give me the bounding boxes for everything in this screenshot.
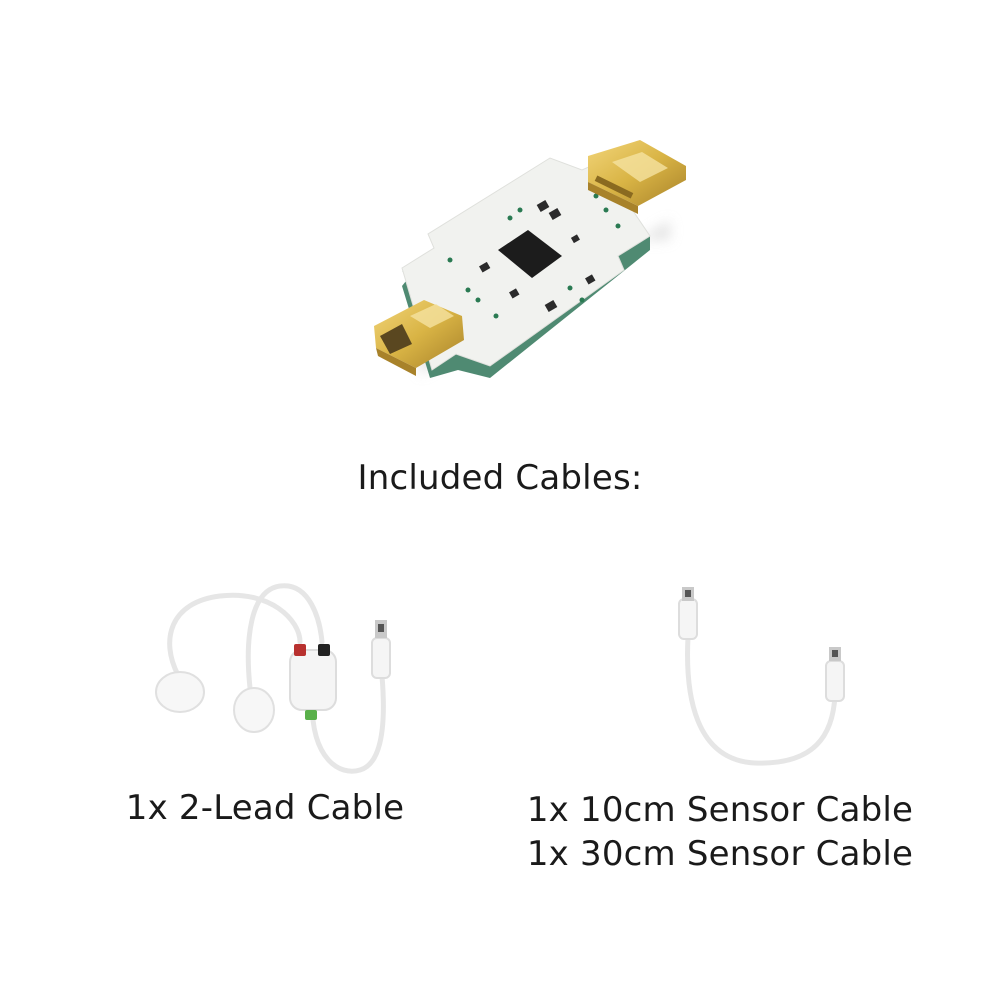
sensor-plug-right bbox=[825, 660, 845, 702]
component bbox=[544, 300, 558, 312]
cable-plug bbox=[371, 637, 391, 679]
component bbox=[548, 208, 562, 220]
sensor-board-image bbox=[374, 140, 686, 378]
clip-green bbox=[305, 710, 317, 720]
included-cables-heading: Included Cables: bbox=[357, 458, 643, 498]
sensor-cable-30cm-label: 1x 30cm Sensor Cable bbox=[526, 834, 914, 874]
component bbox=[585, 274, 596, 285]
electrode-pad-right bbox=[233, 687, 275, 733]
usb-connector-bottom bbox=[374, 300, 464, 376]
sensor-cables-caption: 1x 10cm Sensor Cable 1x 30cm Sensor Cabl… bbox=[470, 788, 970, 876]
chip bbox=[498, 230, 562, 278]
usb-connector-top bbox=[588, 140, 686, 214]
component bbox=[570, 234, 580, 244]
two-lead-cable-caption: 1x 2-Lead Cable bbox=[125, 788, 405, 828]
splitter-body bbox=[289, 649, 337, 711]
electrode-pad-left bbox=[155, 671, 205, 713]
sensor-plug-left bbox=[678, 598, 698, 640]
two-lead-cable-image bbox=[155, 583, 391, 774]
sensor-cable-image bbox=[678, 587, 845, 766]
component bbox=[479, 261, 491, 273]
sensor-cable-10cm-label: 1x 10cm Sensor Cable bbox=[526, 790, 914, 830]
clip-black bbox=[318, 644, 330, 656]
clip-red bbox=[294, 644, 306, 656]
component bbox=[536, 200, 550, 212]
component bbox=[509, 288, 520, 299]
